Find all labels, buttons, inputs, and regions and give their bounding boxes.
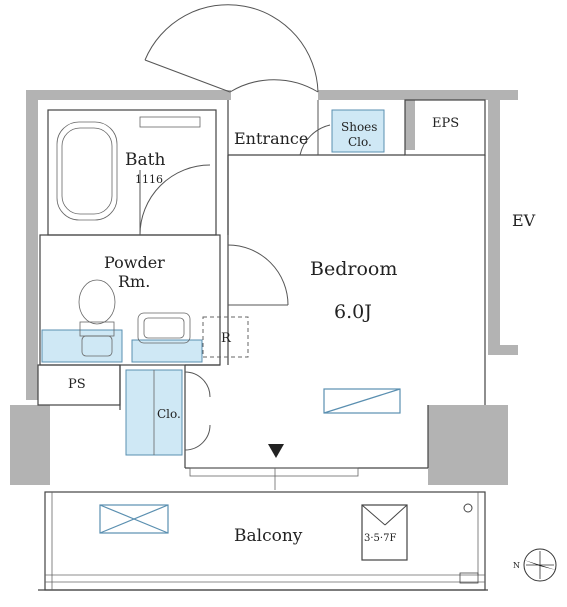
- label-bath-size: 1116: [135, 173, 163, 186]
- entrance-door: [144, 4, 331, 156]
- label-entrance: Entrance: [234, 129, 308, 148]
- evacuation-hatch: [361, 504, 408, 561]
- label-shoes-1: Shoes: [341, 120, 377, 134]
- label-shoes-2: Clo.: [348, 135, 372, 149]
- label-eps: EPS: [432, 116, 459, 131]
- refrigerator-space: [202, 316, 249, 358]
- vent-mark-balcony: [99, 504, 169, 534]
- label-powder-1: Powder: [104, 253, 165, 272]
- closet-doors: [184, 371, 211, 451]
- interior-walls: [37, 99, 488, 591]
- toilet-icon: [78, 279, 116, 357]
- sink-icon: [137, 312, 191, 344]
- label-powder-2: Rm.: [118, 272, 150, 291]
- shoes-closet: [331, 109, 385, 153]
- label-bedroom: Bedroom: [310, 258, 397, 280]
- powder-floor-right: [131, 339, 203, 363]
- bedroom-door: [227, 244, 289, 306]
- label-bedroom-size: 6.0J: [334, 301, 372, 323]
- label-floors: 3·5·7F: [364, 533, 396, 544]
- label-refrigerator: R: [221, 331, 232, 346]
- label-bath: Bath: [125, 150, 165, 170]
- label-north: N: [513, 561, 520, 570]
- bath-door: [139, 164, 211, 236]
- label-balcony: Balcony: [234, 526, 303, 546]
- compass-icon: [523, 548, 557, 582]
- bedroom-arrow-icon: [268, 444, 284, 458]
- label-ev: EV: [512, 211, 536, 230]
- label-closet: Clo.: [157, 407, 181, 421]
- label-ps: PS: [68, 377, 86, 392]
- vent-mark-bedroom: [323, 388, 401, 414]
- walls: [10, 90, 518, 485]
